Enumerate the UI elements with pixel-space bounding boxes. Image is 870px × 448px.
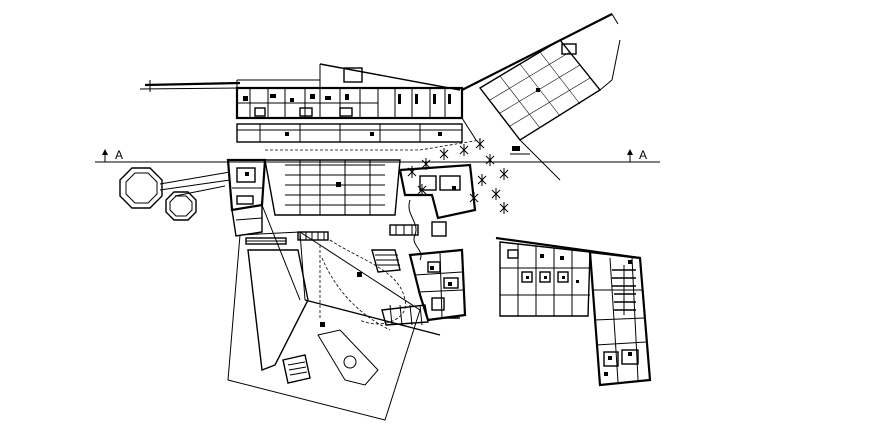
southeast-building [495,236,641,317]
access-axis [139,80,241,92]
south-open-field [227,231,441,421]
southeast-tower [588,250,652,387]
central-west-rooms [231,204,329,245]
tree-symbol-icon [459,144,469,156]
west-entrance-block [226,158,267,212]
section-line-a-a: A A [95,148,660,163]
tree-symbol-icon [475,138,485,150]
central-plaza [319,239,429,331]
tree-symbol-icon [499,168,509,180]
north-corridor-strip [236,123,463,143]
tree-symbol-icon [485,154,495,166]
tree-symbol-icon [477,174,487,186]
hexagon-pavilions [119,167,231,221]
tree-symbol-icon [499,202,509,214]
tree-symbol-icon [407,166,417,178]
central-east-building [408,248,467,322]
north-building-block [235,63,464,120]
central-hall [264,149,420,216]
section-arrow-icon [627,149,633,162]
northeast-wing [461,13,621,181]
section-arrow-icon [102,149,108,162]
section-label-right: A [639,148,647,162]
tree-symbol-icon [439,148,449,160]
east-central-block [389,163,477,261]
section-label-left: A [115,148,123,162]
tree-symbol-icon [491,188,501,200]
connector-lines [261,117,481,301]
